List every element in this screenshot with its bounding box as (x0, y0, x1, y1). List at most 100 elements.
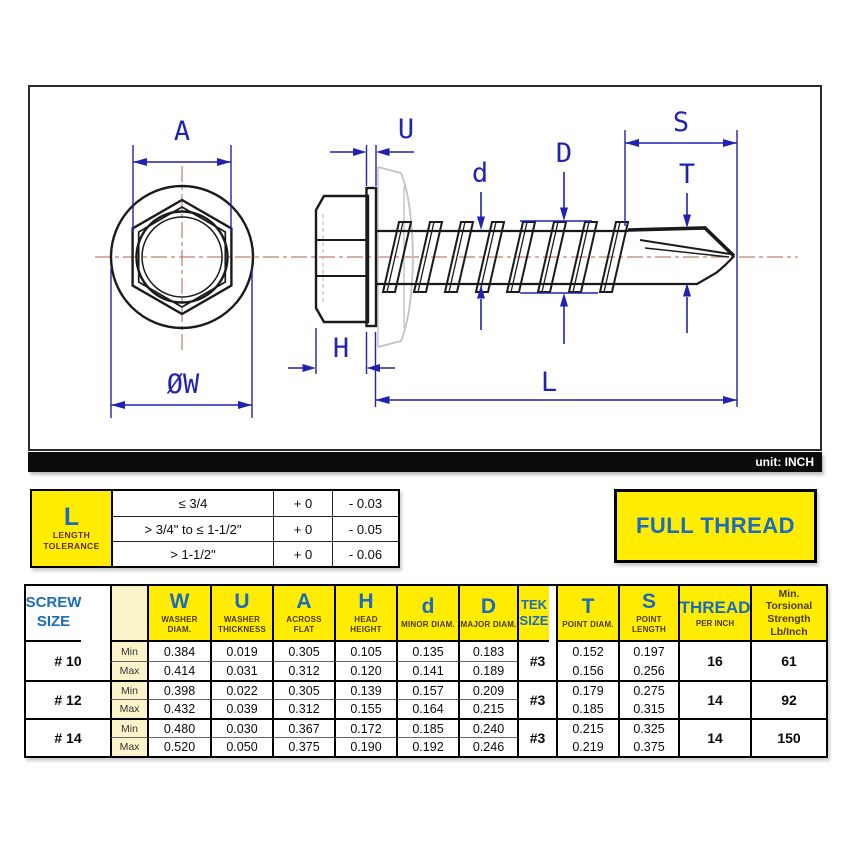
cell-w-max-10: 0.414 (147, 661, 210, 680)
header-thread-sub: PER INCH (695, 618, 735, 628)
header-h-sub: HEAD HEIGHT (350, 615, 382, 634)
header-d-minor-sub: MINOR DIAM. (401, 620, 455, 629)
cell-u-max-14: 0.050 (210, 737, 272, 756)
cell-a-min-14: 0.367 (272, 718, 334, 737)
cell-a-max-10: 0.312 (272, 661, 334, 680)
cell-u-min-14: 0.030 (210, 718, 272, 737)
spec-table: SCREW SIZE W WASHER DIAM. U WASHER THICK… (24, 584, 828, 758)
dim-D: D (520, 138, 598, 344)
min-label-10: Min (110, 642, 147, 661)
cell-tek-10: #3 (517, 642, 556, 680)
cell-u-min-10: 0.019 (210, 642, 272, 661)
cell-h-max-10: 0.120 (334, 661, 396, 680)
header-u: U WASHER THICKNESS (210, 586, 272, 642)
dim-T: T (679, 159, 695, 333)
dim-W: ØW (110, 268, 253, 418)
tolerance-range-0: ≤ 3/4 (178, 496, 208, 511)
dim-label-s: S (673, 107, 689, 138)
header-w-symbol: W (169, 590, 190, 613)
cell-w-min-10: 0.384 (147, 642, 210, 661)
cell-torsion-14: 150 (750, 718, 826, 756)
tolerance-symbol: L (63, 502, 80, 531)
header-a-sub: ACROSS FLAT (286, 615, 322, 634)
row-size-12: # 12 (26, 680, 110, 718)
header-u-symbol: U (234, 590, 250, 613)
cell-u-min-12: 0.022 (210, 680, 272, 699)
cell-t-10: 0.152 0.156 (556, 642, 618, 680)
row-size-14: # 14 (26, 718, 110, 756)
dim-label-d-minor: d (472, 158, 488, 189)
header-tek-size: TEK SIZE (517, 586, 549, 642)
cell-dd-min-14: 0.240 (458, 718, 517, 737)
cell-thread-14: 14 (678, 718, 750, 756)
cell-t-min-14: 0.215 (572, 722, 604, 736)
cell-d-max-12: 0.164 (396, 699, 458, 718)
cell-a-min-12: 0.305 (272, 680, 334, 699)
cell-d-min-14: 0.185 (396, 718, 458, 737)
tolerance-minus-2: - 0.06 (332, 541, 398, 566)
header-torsional-line4: Lb/Inch (770, 625, 808, 638)
max-label-12: Max (110, 699, 147, 718)
cell-d-min-10: 0.135 (396, 642, 458, 661)
cell-s-14: 0.325 0.375 (618, 718, 678, 756)
dim-S: S (624, 107, 738, 407)
cell-t-max-14: 0.219 (572, 740, 604, 754)
min-label-14: Min (110, 718, 147, 737)
cell-s-max-12: 0.315 (633, 702, 665, 716)
header-screw-size: SCREW SIZE (26, 586, 81, 642)
cell-h-max-14: 0.190 (334, 737, 396, 756)
tolerance-plus-0: + 0 (273, 491, 332, 516)
header-d-minor: d MINOR DIAM. (396, 586, 458, 642)
tolerance-range-2: > 1-1/2" (113, 541, 273, 566)
dim-label-d-major: D (556, 138, 572, 169)
header-t-sub: POINT DIAM. (562, 620, 614, 629)
cell-u-max-12: 0.039 (210, 699, 272, 718)
row-size-10: # 10 (54, 653, 82, 669)
drill-point (627, 226, 736, 286)
header-h: H HEAD HEIGHT (334, 586, 396, 642)
header-thread: THREAD PER INCH (678, 586, 750, 642)
header-s-symbol: S (641, 590, 656, 613)
header-s-sub: POINT LENGTH (631, 615, 667, 634)
tolerance-plus-1: + 0 (273, 516, 332, 541)
cell-h-max-12: 0.155 (334, 699, 396, 718)
cell-w-min-12: 0.398 (147, 680, 210, 699)
max-label-10: Max (110, 661, 147, 680)
dim-d: d (472, 158, 488, 330)
length-tolerance-table: L LENGTH TOLERANCE ≤ 3/4 + 0 - 0.03 > 3/… (30, 489, 400, 568)
header-w: W WASHER DIAM. (147, 586, 210, 642)
cell-w-max-12: 0.432 (147, 699, 210, 718)
cell-t-12: 0.179 0.185 (556, 680, 618, 718)
header-torsional-line3: Strength (767, 613, 811, 625)
unit-bar: unit: INCH (28, 452, 822, 472)
cell-torsion-10: 61 (750, 642, 826, 680)
cell-dd-min-10: 0.183 (458, 642, 517, 661)
cell-h-min-14: 0.172 (334, 718, 396, 737)
max-label-14: Max (110, 737, 147, 756)
cell-a-max-12: 0.312 (272, 699, 334, 718)
cell-dd-max-10: 0.189 (458, 661, 517, 680)
threaded-shank (377, 221, 630, 293)
cell-dd-max-12: 0.215 (458, 699, 517, 718)
dim-L: L (374, 332, 737, 407)
dim-label-h: H (333, 333, 349, 364)
dim-label-l: L (541, 367, 557, 398)
cell-h-min-12: 0.139 (334, 680, 396, 699)
header-d-major-sub: MAJOR DIAM. (460, 620, 517, 629)
header-torsional-line2: Torsional (765, 600, 813, 613)
cell-d-max-14: 0.192 (396, 737, 458, 756)
header-w-sub: WASHER DIAM. (161, 615, 198, 634)
cell-s-max-14: 0.375 (633, 740, 665, 754)
cell-t-14: 0.215 0.219 (556, 718, 618, 756)
cell-t-max-10: 0.156 (572, 663, 604, 678)
cell-t-min-12: 0.179 (572, 684, 604, 698)
tolerance-header-cell: L LENGTH TOLERANCE (32, 491, 113, 566)
dim-label-a: A (174, 116, 190, 147)
tolerance-label-line1: LENGTH (52, 529, 91, 540)
drawing-frame (28, 85, 822, 451)
header-h-symbol: H (358, 590, 374, 613)
dim-label-t: T (679, 159, 695, 190)
header-u-sub: WASHER THICKNESS (217, 615, 267, 634)
cell-t-max-12: 0.185 (572, 702, 604, 716)
